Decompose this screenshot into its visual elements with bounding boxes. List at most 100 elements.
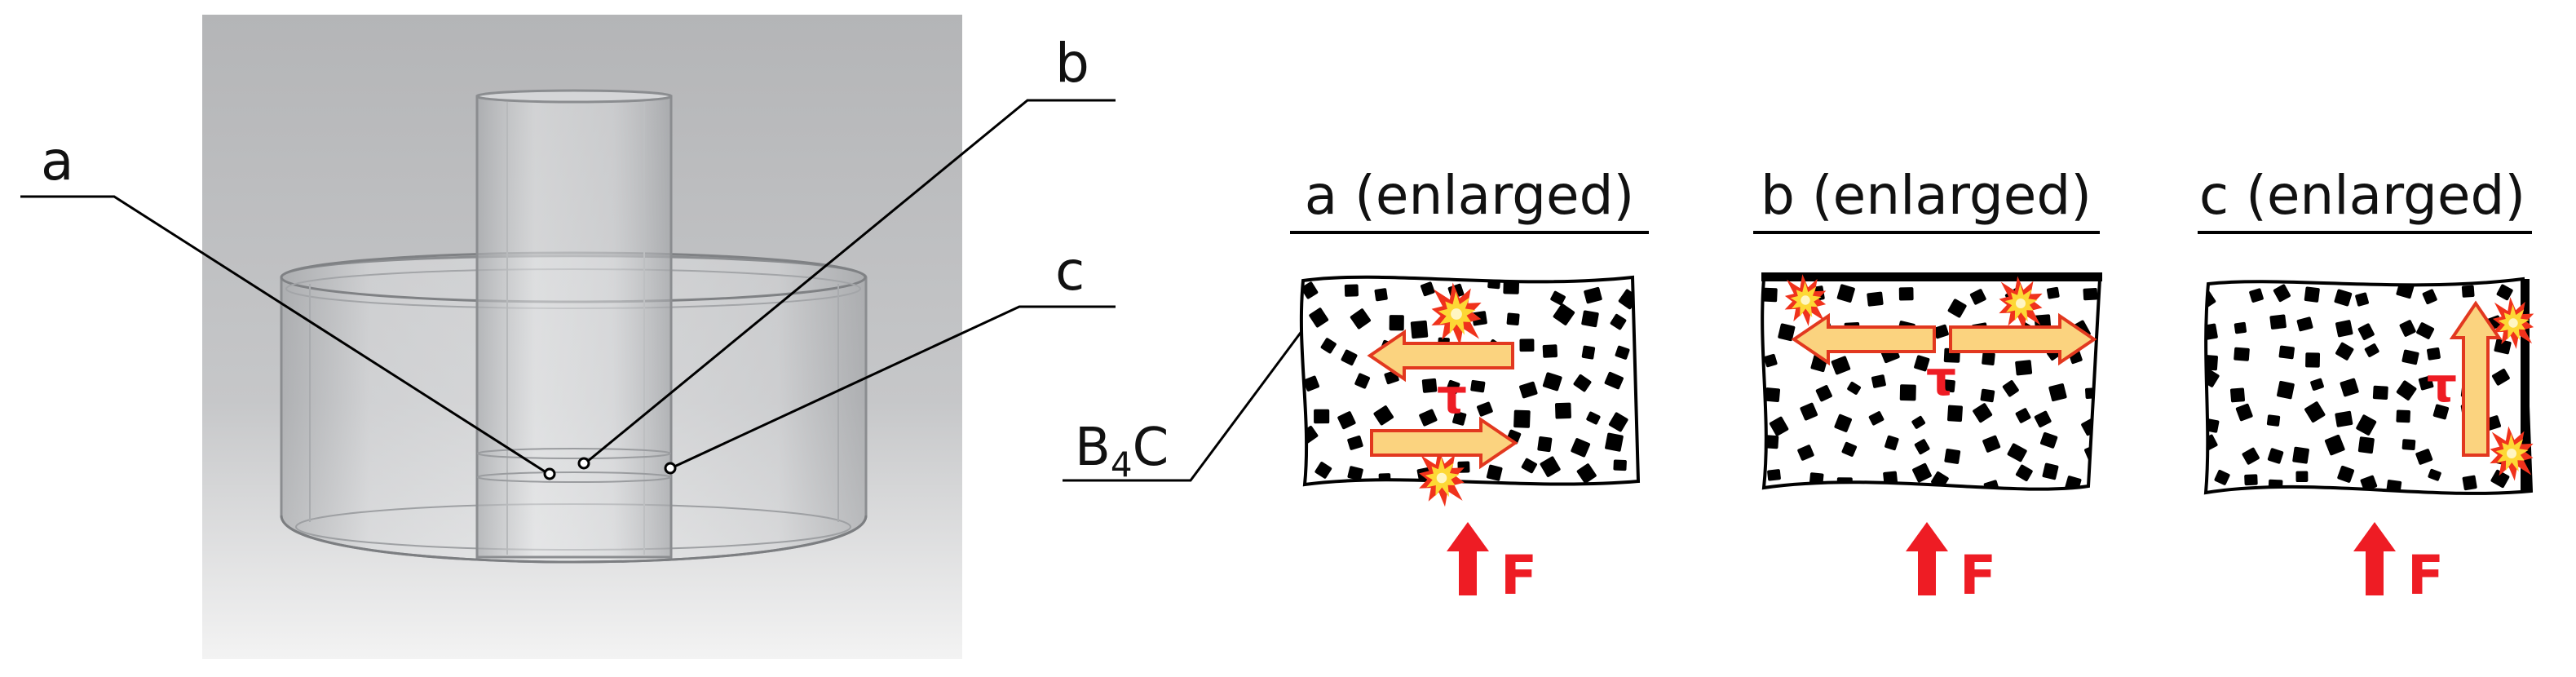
b4c-particle [2007, 443, 2027, 462]
b4c-particle [1347, 435, 1363, 450]
b4c-particle [2206, 368, 2220, 387]
b4c-particle [1446, 379, 1460, 395]
b4c-particle [1847, 381, 1862, 395]
panel-a-spark-bottom [1419, 449, 1465, 507]
model-render [202, 15, 962, 659]
b4c-particle [1576, 463, 1597, 484]
panel-a: a (enlarged) τ F [1290, 164, 1649, 607]
b4c-particle [1604, 371, 1624, 390]
b4c-particle [1764, 353, 1778, 368]
b4c-particle [1797, 445, 1814, 461]
b4c-particle [1800, 402, 1818, 421]
b4c-particle [1303, 375, 1320, 392]
panel-a-force-arrow [1447, 522, 1489, 595]
b4c-particle [2360, 475, 2378, 492]
b4c-particle [1553, 303, 1575, 325]
b4c-particle [1947, 405, 1963, 423]
b4c-particle [1584, 286, 1602, 304]
b4c-particle [1608, 412, 1628, 432]
b4c-particle [2401, 349, 2419, 365]
b4c-particle [1542, 344, 1558, 358]
b4c-particle [1573, 374, 1592, 392]
b4c-particle [2396, 409, 2410, 423]
b4c-particle [2340, 378, 2359, 397]
b4c-particle [1762, 287, 1778, 303]
b4c-particle [2206, 434, 2218, 452]
b4c-particle [1581, 310, 1599, 328]
b4c-particle [2267, 448, 2284, 464]
b4c-particle [2042, 462, 2059, 480]
b4c-particle [2278, 345, 2295, 360]
point-a-marker [543, 467, 556, 480]
panel-b-spark-right [1999, 276, 2043, 331]
b4c-particle [1344, 284, 1359, 297]
b4c-particle [1537, 436, 1553, 453]
b4c-particle [1542, 372, 1562, 392]
b4c-particle [1314, 409, 1330, 424]
b4c-particle [1885, 435, 1899, 451]
b4c-particle [2296, 316, 2313, 332]
b4c-particle [1301, 281, 1319, 299]
b4c-particle [1605, 432, 1624, 452]
leader-c [674, 305, 1116, 468]
b4c-particle [1519, 338, 1535, 352]
label-b: b [1055, 32, 1089, 95]
panel-b: b (enlarged) τ F [1753, 164, 2102, 607]
b4c-particle [2357, 436, 2375, 454]
b4c-particle [1477, 401, 1493, 417]
b4c-particle [1373, 405, 1394, 426]
b4c-particle [1610, 313, 1627, 330]
b4c-particle [1350, 308, 1372, 330]
b4c-particle [2372, 385, 2388, 400]
b4c-particle [2461, 285, 2475, 298]
b4c-particle [1809, 472, 1824, 488]
b4c-particle [2046, 286, 2060, 299]
b4c-particle [2083, 288, 2098, 301]
b4c-particle [1550, 290, 1566, 306]
panel-b-force-symbol: F [1960, 544, 1996, 607]
point-b-marker [577, 457, 590, 470]
b4c-particle [2229, 387, 2246, 403]
b4c-particle [2335, 410, 2353, 427]
panel-c-wall [2521, 279, 2530, 493]
b4c-particle [1503, 281, 1520, 294]
b4c-particle [2002, 380, 2019, 397]
b4c-particle [2432, 404, 2450, 420]
inner-tube-band-top [477, 448, 671, 459]
b4c-particle [2494, 338, 2512, 355]
b4c-particle [1571, 438, 1591, 458]
b4c-particle [1898, 287, 1914, 301]
point-c-marker [664, 462, 677, 475]
b4c-particle [1815, 385, 1832, 402]
b4c-particle [2015, 408, 2031, 423]
b4c-particle [1841, 441, 1858, 457]
b4c-particle [2427, 347, 2441, 361]
b4c-particle [1554, 402, 1571, 419]
inner-tube-band-bottom [477, 471, 671, 483]
b4c-particle [1470, 379, 1486, 393]
b4c-particle [2386, 480, 2402, 493]
b4c-particle [1831, 356, 1851, 375]
b4c-particle [2418, 375, 2434, 391]
b4c-particle [1540, 456, 1561, 477]
b4c-particle [2015, 360, 2033, 376]
b4c-particle [2399, 320, 2416, 337]
b4c-particle [1389, 315, 1404, 331]
inner-tube-top [475, 89, 673, 104]
b4c-particle [1982, 352, 1995, 365]
b4c-particle [1834, 414, 1852, 432]
b4c-particle [1613, 459, 1627, 471]
b4c-particle [1309, 308, 1329, 328]
b4c-particle [2206, 418, 2220, 433]
b4c-particle [1315, 462, 1332, 479]
b4c-particle [1419, 409, 1438, 427]
b4c-particle [2304, 286, 2320, 303]
b4c-particle [1933, 324, 1949, 339]
b4c-particle [1506, 312, 1520, 325]
leader-a [20, 195, 546, 473]
b4c-particle [1767, 469, 1781, 481]
b4c-particle [2273, 284, 2291, 303]
b4c-particle [2496, 284, 2513, 301]
b4c-particle [1983, 480, 2000, 489]
b4c-particle [1420, 281, 1435, 297]
